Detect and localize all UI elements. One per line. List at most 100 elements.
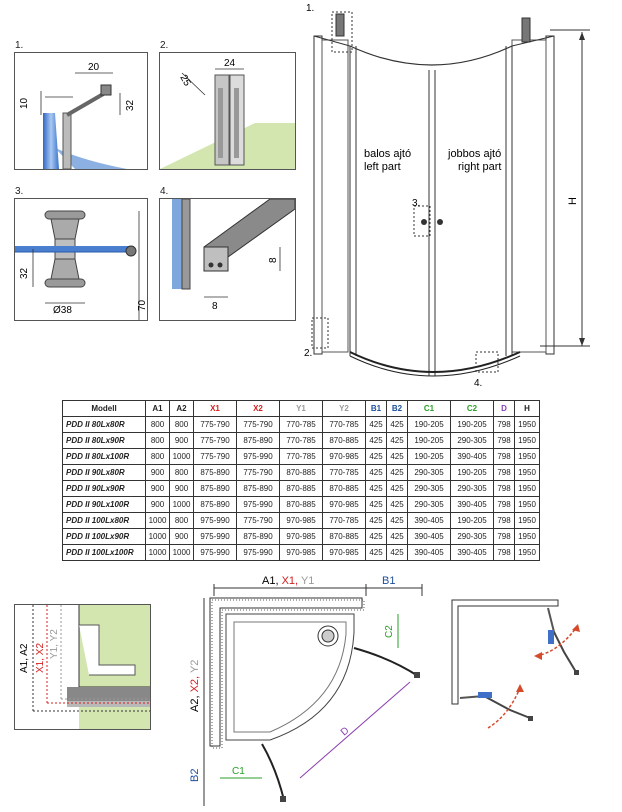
- side-section-drawing: A1, A2 X1, X2 Y1, Y2: [19, 605, 150, 729]
- table-cell: 875-890: [193, 480, 237, 497]
- plan-label-y2: Y2: [189, 660, 201, 673]
- table-cell: 900: [169, 480, 194, 497]
- right-part-label-en: right part: [458, 161, 501, 173]
- side-section-panel: A1, A2 X1, X2 Y1, Y2: [14, 604, 151, 730]
- table-cell: 970-985: [279, 512, 323, 529]
- table-cell: 425: [386, 480, 408, 497]
- table-cell: 190-205: [450, 416, 494, 433]
- table-cell: 900: [169, 432, 194, 449]
- side-label-a: A1, A2: [19, 643, 30, 673]
- col-c1: C1: [407, 400, 451, 417]
- table-cell: 390-405: [450, 496, 494, 513]
- plan-label-b1: B1: [382, 575, 395, 587]
- detail-4-dim-8-width: 8: [212, 301, 218, 312]
- table-cell: 800: [145, 432, 170, 449]
- right-part-label-hu: jobbos ajtó: [447, 148, 501, 160]
- table-cell: 875-890: [193, 464, 237, 481]
- table-cell: 290-305: [407, 464, 451, 481]
- table-cell: 770-785: [279, 432, 323, 449]
- col-a2: A2: [169, 400, 194, 417]
- table-cell: 800: [169, 464, 194, 481]
- table-cell: 390-405: [407, 528, 451, 545]
- table-cell: 875-890: [193, 496, 237, 513]
- table-cell: 1950: [514, 448, 540, 465]
- table-cell: 970-985: [322, 544, 366, 561]
- detail-3-dim-38: Ø38: [53, 305, 72, 316]
- detail-panel-3: Ø38 32 70: [14, 198, 148, 321]
- detail-1-dim-32: 32: [125, 99, 136, 111]
- model-name-cell: PDD II 80Lx90R: [62, 432, 146, 449]
- table-cell: 770-785: [322, 512, 366, 529]
- plan-label-d: D: [339, 725, 352, 738]
- table-cell: 875-890: [236, 480, 280, 497]
- col-x1: X1: [193, 400, 237, 417]
- table-cell: 425: [386, 544, 408, 561]
- table-cell: 970-985: [322, 496, 366, 513]
- left-part-label-hu: balos ajtó: [364, 148, 411, 160]
- plan-label-a2: A2,: [189, 692, 201, 712]
- col-y1: Y1: [279, 400, 323, 417]
- table-cell: 425: [365, 512, 387, 529]
- model-name-cell: PDD II 90Lx80R: [62, 464, 146, 481]
- table-cell: 770-785: [322, 416, 366, 433]
- table-cell: 390-405: [450, 544, 494, 561]
- detail-panel-4: 8 8: [159, 198, 296, 321]
- table-cell: 775-790: [193, 416, 237, 433]
- model-name-cell: PDD II 80Lx100R: [62, 448, 146, 465]
- callout-2: 2.: [304, 348, 312, 359]
- model-name-cell: PDD II 90Lx90R: [62, 480, 146, 497]
- table-cell: 290-305: [450, 432, 494, 449]
- table-cell: 798: [493, 416, 515, 433]
- detail-1-drawing: 20 10 32: [19, 62, 136, 169]
- table-cell: 190-205: [450, 512, 494, 529]
- detail-2-dim-25: 25: [177, 73, 192, 89]
- table-cell: 290-305: [407, 480, 451, 497]
- door-swing-drawing: [451, 599, 580, 729]
- table-cell: 770-785: [322, 464, 366, 481]
- table-cell: 975-990: [236, 544, 280, 561]
- table-cell: 798: [493, 448, 515, 465]
- front-view-drawing: H balos ajtó left part jobbos ajtó right…: [304, 3, 590, 389]
- table-cell: 800: [169, 512, 194, 529]
- callout-3: 3.: [412, 198, 420, 209]
- table-cell: 1950: [514, 528, 540, 545]
- plan-label-b2: B2: [189, 769, 201, 782]
- plan-label-c2: C2: [384, 625, 395, 638]
- table-cell: 1000: [145, 528, 170, 545]
- table-cell: 900: [145, 464, 170, 481]
- table-cell: 800: [145, 448, 170, 465]
- table-cell: 425: [386, 528, 408, 545]
- table-cell: 1000: [169, 496, 194, 513]
- detail-2-number: 2.: [160, 40, 169, 51]
- side-label-x: X1, X2: [35, 643, 46, 673]
- table-cell: 798: [493, 512, 515, 529]
- table-cell: 190-205: [407, 432, 451, 449]
- detail-3-drawing: Ø38 32 70: [15, 210, 147, 320]
- detail-1-dim-20: 20: [88, 62, 100, 73]
- detail-1-dim-10: 10: [19, 97, 30, 109]
- table-cell: 875-890: [236, 432, 280, 449]
- table-cell: 775-790: [236, 416, 280, 433]
- table-cell: 870-885: [279, 480, 323, 497]
- spec-table-header-row: Modell A1 A2 X1 X2 Y1 Y2 B1 B2 C1 C2 D H: [62, 400, 540, 417]
- table-cell: 798: [493, 480, 515, 497]
- table-cell: 190-205: [450, 464, 494, 481]
- col-c2: C2: [450, 400, 494, 417]
- table-cell: 390-405: [407, 544, 451, 561]
- col-b1: B1: [365, 400, 387, 417]
- table-cell: 425: [365, 496, 387, 513]
- table-cell: 1950: [514, 544, 540, 561]
- detail-4-dim-8-height: 8: [268, 257, 279, 263]
- detail-panel-1: 20 10 32: [14, 52, 148, 170]
- table-cell: 775-790: [236, 512, 280, 529]
- col-a1: A1: [145, 400, 170, 417]
- table-cell: 798: [493, 432, 515, 449]
- table-cell: 290-305: [450, 528, 494, 545]
- table-cell: 975-990: [236, 496, 280, 513]
- table-cell: 870-885: [322, 528, 366, 545]
